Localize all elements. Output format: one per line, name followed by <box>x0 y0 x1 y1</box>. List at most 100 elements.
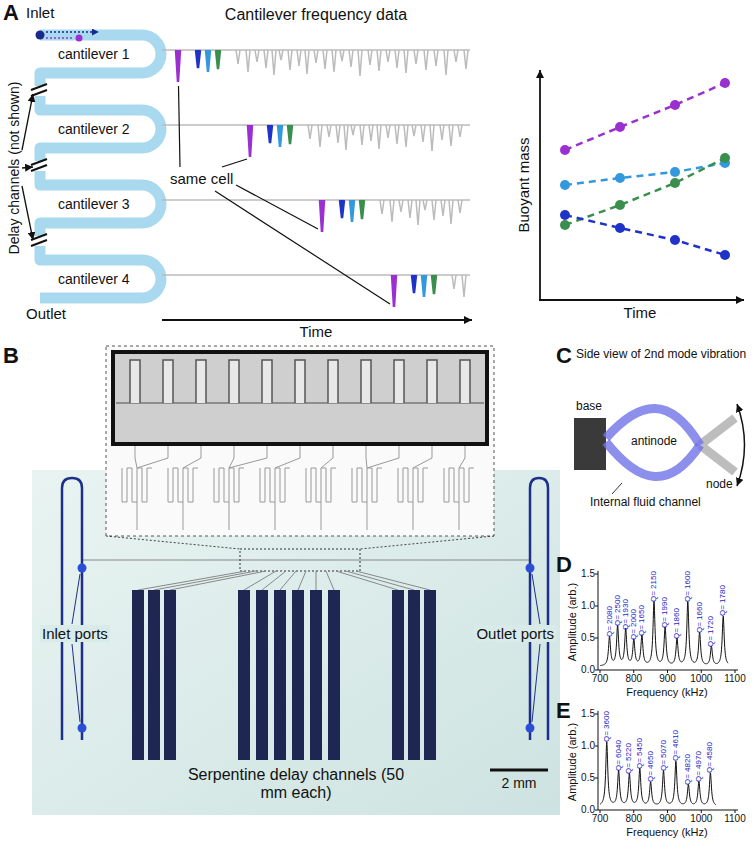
frequency-dip <box>297 50 301 66</box>
cantilever-image <box>229 360 239 403</box>
channel-line <box>170 571 266 590</box>
cell-dot <box>76 35 83 42</box>
axis-label: Time <box>624 304 657 321</box>
tick <box>667 670 668 673</box>
tick-label: 1.0 <box>581 600 595 612</box>
frequency-dip <box>340 50 344 61</box>
frequency-dip <box>308 125 312 139</box>
channel-line <box>135 446 137 468</box>
cantilever-image <box>163 360 173 403</box>
panel-letter: A <box>3 0 19 25</box>
channel-line <box>229 446 234 468</box>
data-point <box>720 78 730 88</box>
frequency-dip <box>462 275 466 297</box>
serpentine-detail <box>352 468 382 502</box>
q-factor-label: Q= 4970 <box>695 751 703 782</box>
port-label: Inlet <box>26 4 54 21</box>
frequency-dip <box>424 50 428 70</box>
leader-line <box>222 159 247 167</box>
serpentine-detail <box>214 468 244 502</box>
frequency-dip <box>255 50 259 62</box>
frequency-dip <box>305 50 309 74</box>
q-factor-label: Q= 1650 <box>638 605 646 636</box>
axis-label: Time <box>300 323 333 340</box>
cantilever-label: cantilever 2 <box>58 121 130 137</box>
data-point <box>560 210 570 220</box>
tick-label: 800 <box>625 813 642 825</box>
frequency-dip <box>236 50 240 64</box>
break-mark <box>31 159 47 165</box>
micrograph <box>113 352 487 444</box>
tick <box>633 670 634 673</box>
tick <box>595 574 598 575</box>
frequency-dip <box>268 125 272 143</box>
tick-label: 1100 <box>724 813 746 825</box>
deflected-beam <box>700 445 735 472</box>
frequency-dip <box>320 200 324 232</box>
channel-line <box>367 502 368 530</box>
frequency-dip <box>327 125 331 137</box>
q-factor-label: Q= 3600 <box>603 711 611 742</box>
q-factor-label: Q= 2000 <box>630 609 638 640</box>
data-point <box>615 200 625 210</box>
part-label: Serpentine delay channels (50 mm each) <box>181 766 411 803</box>
q-factor-label: Q= 4610 <box>672 730 680 761</box>
frequency-dip <box>336 125 340 143</box>
channel-line <box>367 446 399 468</box>
zoom-box <box>240 549 360 571</box>
frequency-dip <box>288 125 292 144</box>
frequency-dip <box>377 125 381 149</box>
channel-line <box>346 571 414 590</box>
frequency-dip <box>416 200 420 225</box>
panel-letter: B <box>3 343 19 368</box>
port-label: Outlet <box>26 305 66 322</box>
q-factor-label: Q= 4650 <box>647 751 655 782</box>
cantilever-image <box>361 360 371 403</box>
frequency-dip <box>360 200 364 219</box>
part-label: base <box>576 400 602 414</box>
data-point <box>720 250 730 260</box>
channel-line <box>413 446 432 468</box>
leader-line <box>532 574 540 624</box>
channel-line <box>316 571 317 590</box>
frequency-dip <box>216 50 220 69</box>
frequency-dip <box>349 50 353 67</box>
tick-label: 1100 <box>724 673 746 685</box>
frequency-dip <box>404 50 408 73</box>
break-mark <box>31 84 47 90</box>
channel-line <box>183 446 201 468</box>
channel-line <box>280 571 296 590</box>
panel-title: Side view of 2nd mode vibration <box>576 348 746 362</box>
q-factor-label: Q= 1600 <box>684 571 692 602</box>
tick <box>600 670 601 673</box>
frequency-dip <box>386 50 390 62</box>
frequency-dip <box>412 275 416 293</box>
axis-label: Buoyant mass <box>515 137 532 232</box>
port-dot <box>78 564 87 573</box>
data-point <box>615 122 625 132</box>
annotation: Delay channels (not shown) <box>6 82 22 255</box>
q-factor-label: Q= 4580 <box>706 742 714 773</box>
port-dot <box>526 724 535 733</box>
frequency-dip <box>414 50 418 64</box>
port-dot <box>78 724 87 733</box>
frequency-dip <box>422 275 426 297</box>
port-channel <box>530 478 548 740</box>
frequency-dip <box>360 125 364 145</box>
tick-label: 1.5 <box>581 708 595 720</box>
cantilever-image <box>460 360 470 403</box>
frequency-dip <box>272 50 276 75</box>
delay-channel <box>408 590 420 760</box>
channel-line <box>275 502 276 530</box>
frequency-dip <box>432 275 436 294</box>
tick <box>595 606 598 607</box>
frequency-dip <box>380 200 384 214</box>
frequency-dip <box>314 50 318 63</box>
tick <box>600 810 601 813</box>
y-axis <box>598 711 738 810</box>
tick-label: 700 <box>592 813 609 825</box>
q-factor-label: Q= 1860 <box>673 608 681 639</box>
q-factor-label: Q= 4820 <box>684 754 692 785</box>
frequency-dip <box>412 125 416 136</box>
